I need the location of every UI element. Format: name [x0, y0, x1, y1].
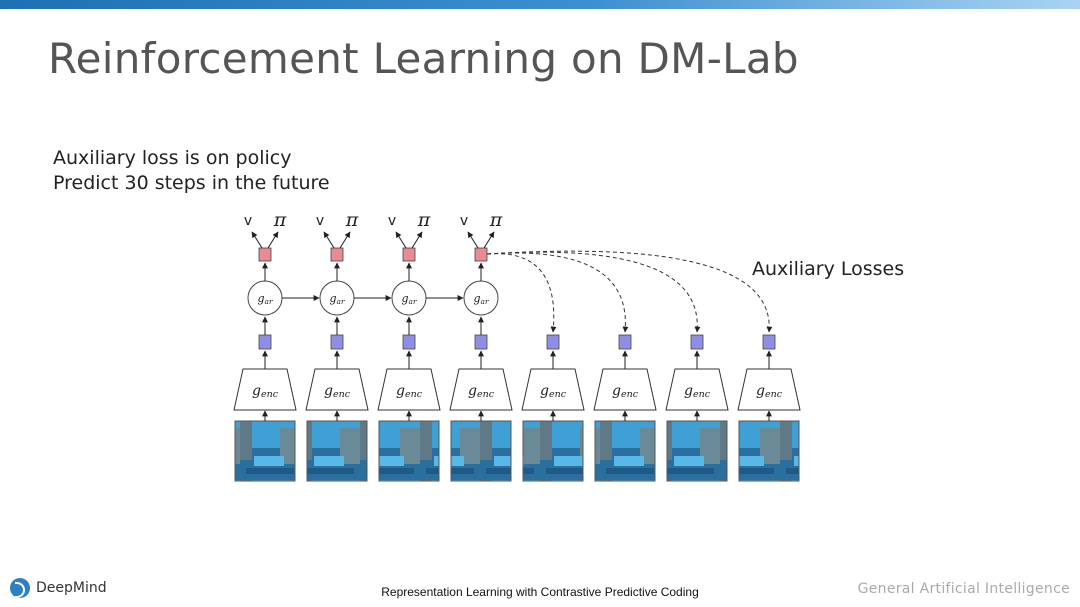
observation-frame [666, 420, 728, 482]
observation-frame [378, 420, 440, 482]
encoder-block [665, 368, 729, 411]
encoder-label: genc [252, 383, 279, 400]
deepmind-logo: DeepMind [10, 578, 107, 598]
encoder-block [737, 368, 801, 411]
bullet-item: Auxiliary loss is on policy [53, 147, 292, 169]
policy-head-node [258, 247, 272, 262]
footer-title: Representation Learning with Contrastive… [381, 585, 699, 599]
value-label: v [460, 213, 468, 229]
auxiliary-loss-arrow [486, 252, 629, 333]
latent-z-node [618, 334, 632, 350]
observation-frame [306, 420, 368, 482]
arrow-head-to-policy [267, 231, 279, 249]
deepmind-logo-icon [10, 578, 30, 598]
encoder-label: genc [468, 383, 495, 400]
arrow-head-to-policy [411, 231, 423, 249]
encoder-label: genc [612, 383, 639, 400]
deepmind-logo-text: DeepMind [36, 580, 107, 596]
bullet-item: Predict 30 steps in the future [53, 172, 330, 194]
policy-head-node [474, 247, 488, 262]
observation-frame [522, 420, 584, 482]
encoder-block [233, 368, 297, 411]
policy-head-node [330, 247, 344, 262]
gar-label: gar [473, 292, 488, 306]
policy-label: π [273, 209, 287, 231]
observation-frame [594, 420, 656, 482]
bullet-list: Auxiliary loss is on policy Predict 30 s… [53, 146, 330, 196]
encoder-block [377, 368, 441, 411]
value-label: v [244, 213, 252, 229]
auxiliary-losses-label: Auxiliary Losses [752, 258, 905, 280]
policy-label: π [489, 209, 503, 231]
auxiliary-loss-arrow [486, 253, 557, 333]
top-accent-bar [0, 0, 1080, 9]
encoder-label: genc [324, 383, 351, 400]
latent-z-node [330, 334, 344, 350]
observation-frame [450, 420, 512, 482]
observation-frame [738, 420, 800, 482]
value-label: v [316, 213, 324, 229]
arrow-head-to-value [323, 231, 335, 249]
encoder-label: genc [684, 383, 711, 400]
gar-label: gar [257, 292, 272, 306]
policy-label: π [417, 209, 431, 231]
arrow-head-to-value [251, 231, 263, 249]
encoder-block [521, 368, 585, 411]
latent-z-node [474, 334, 488, 350]
arrow-head-to-policy [339, 231, 351, 249]
policy-label: π [345, 209, 359, 231]
latent-z-node [258, 334, 272, 350]
encoder-block [449, 368, 513, 411]
policy-head-node [402, 247, 416, 262]
arrow-head-to-policy [483, 231, 495, 249]
latent-z-node [402, 334, 416, 350]
latent-z-node [690, 334, 704, 350]
encoder-block [305, 368, 369, 411]
gar-label: gar [401, 292, 416, 306]
latent-z-node [546, 334, 560, 350]
encoder-block [593, 368, 657, 411]
value-label: v [388, 213, 396, 229]
auxiliary-loss-arrow [486, 251, 701, 333]
encoder-label: genc [396, 383, 423, 400]
latent-z-node [762, 334, 776, 350]
gar-label: gar [329, 292, 344, 306]
encoder-label: genc [540, 383, 567, 400]
observation-frame [234, 420, 296, 482]
arrow-head-to-value [395, 231, 407, 249]
encoder-label: genc [756, 383, 783, 400]
slide-title: Reinforcement Learning on DM-Lab [48, 34, 799, 83]
arrow-head-to-value [467, 231, 479, 249]
footer-tagline: General Artificial Intelligence [857, 581, 1070, 597]
auxiliary-loss-arrow [486, 250, 773, 333]
